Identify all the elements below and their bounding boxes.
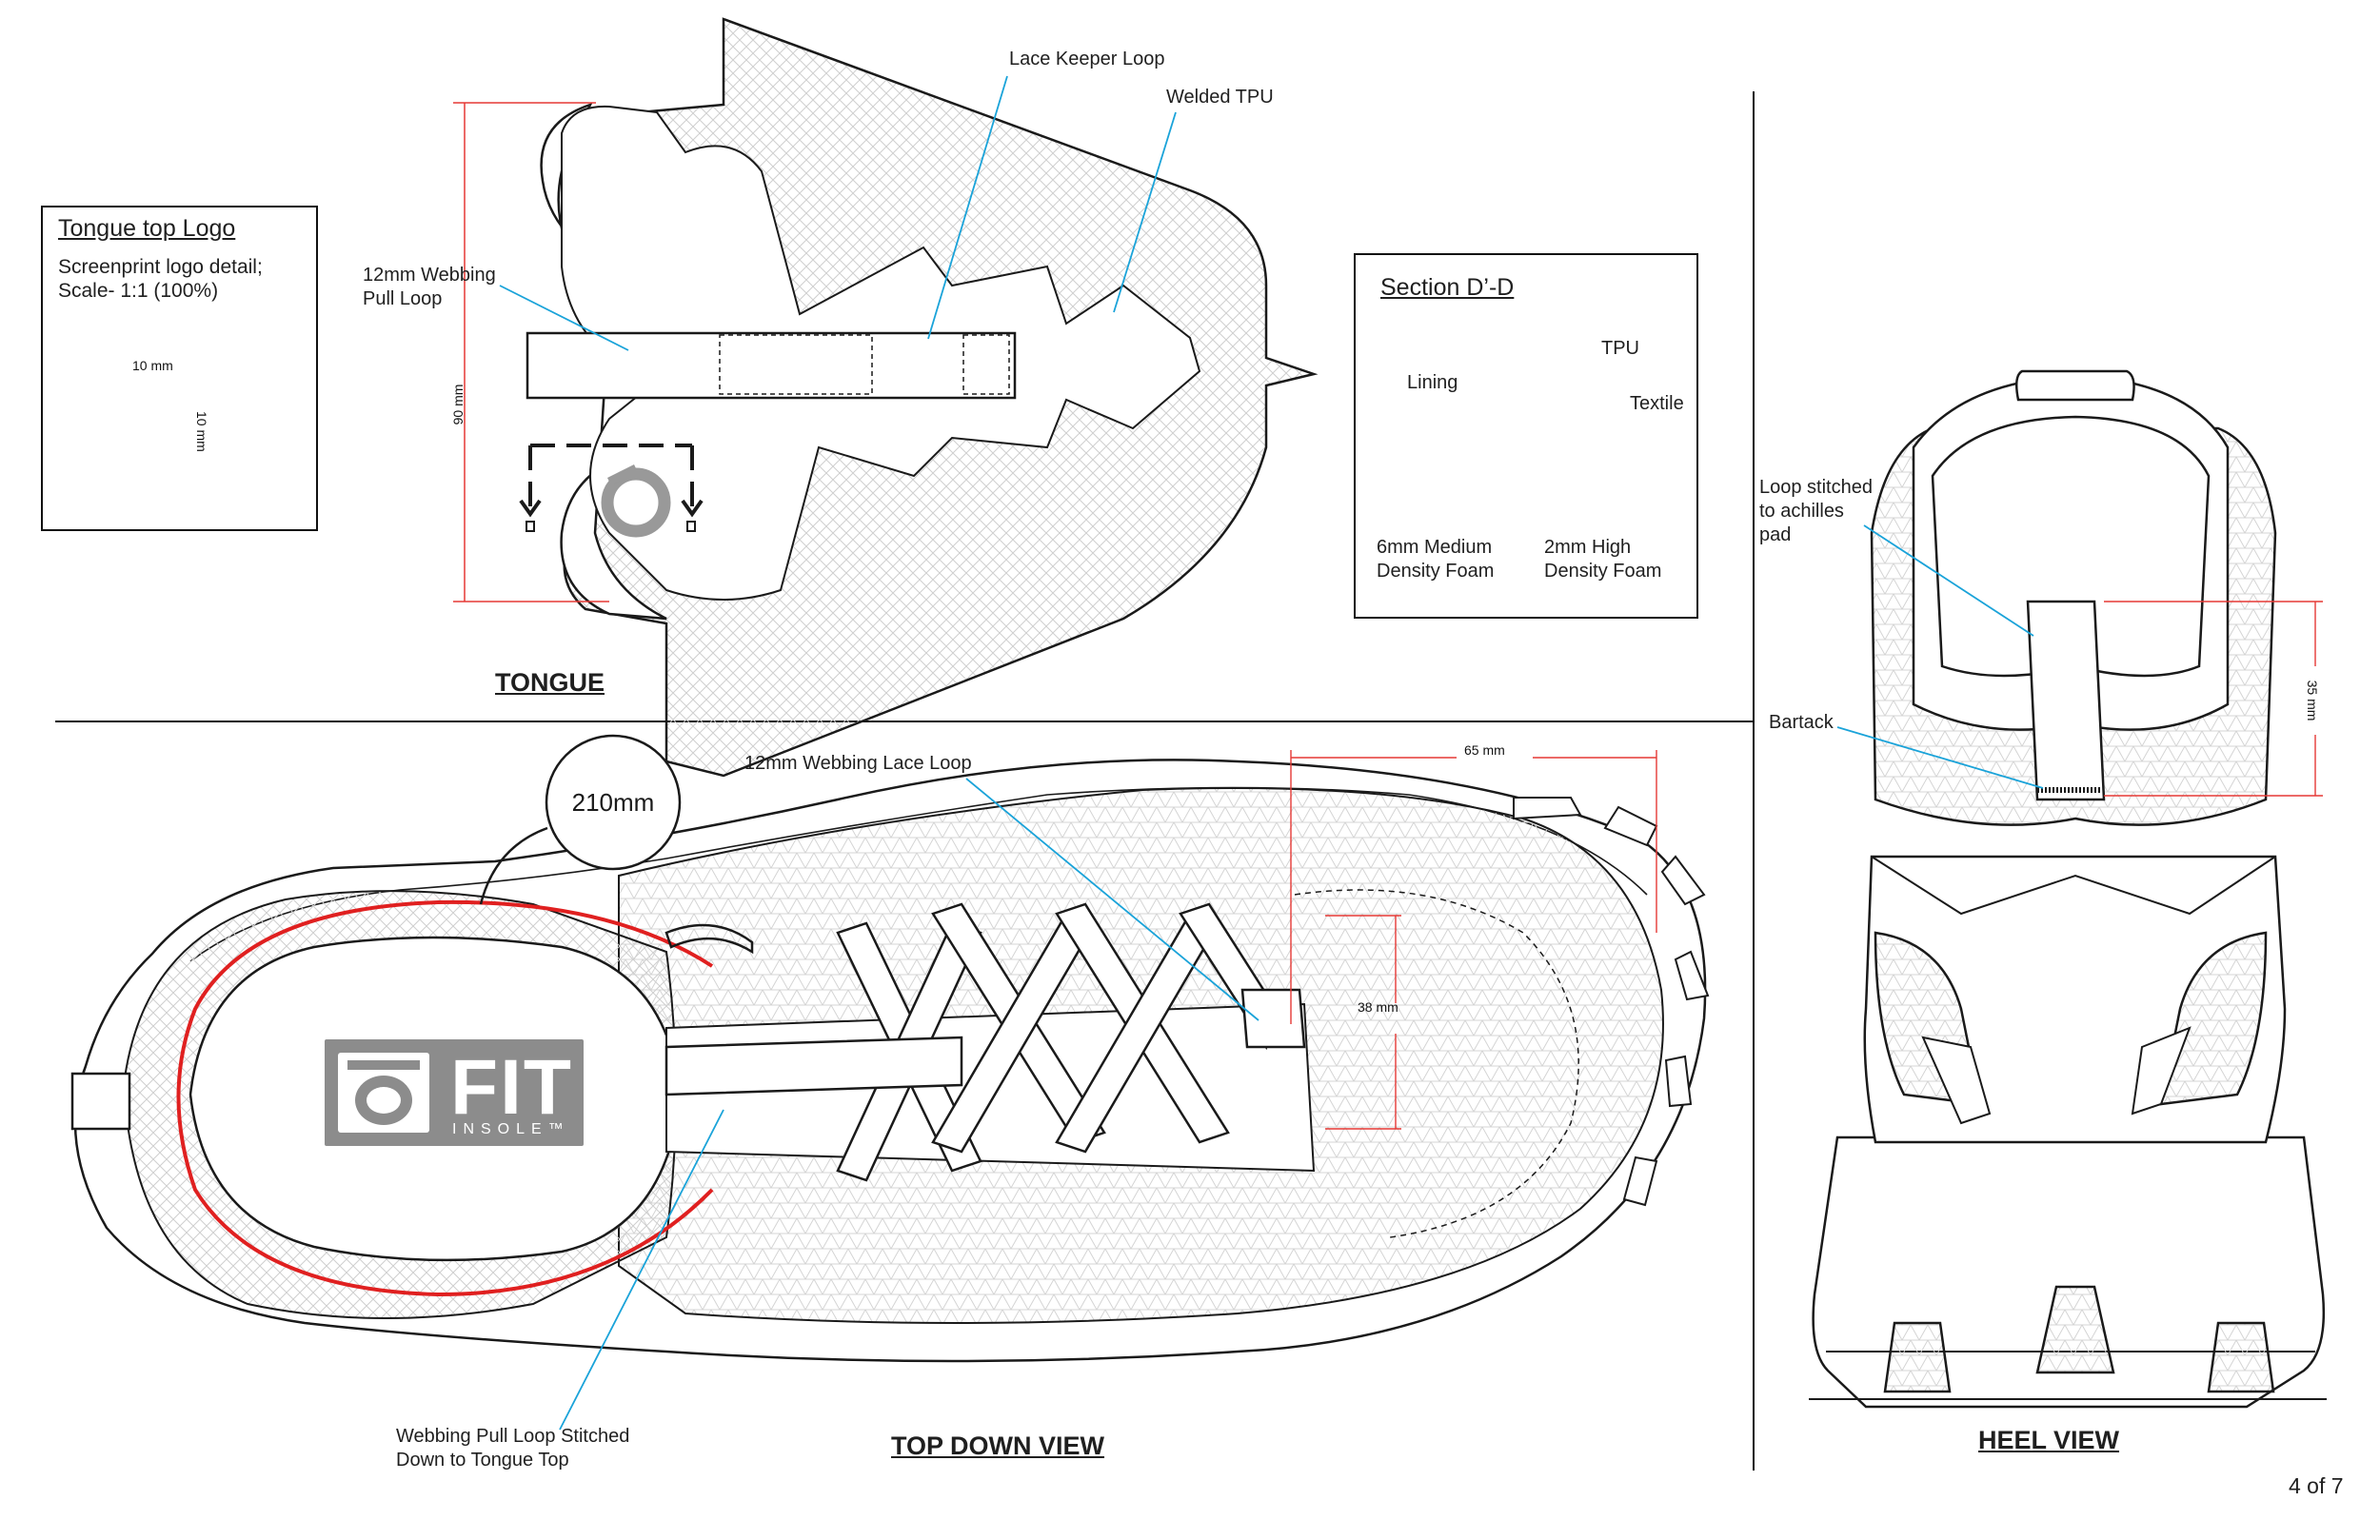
pull-loop-callout-line1: 12mm Webbing <box>363 265 496 286</box>
pull-loop-stitch-callout-line2: Down to Tongue Top <box>396 1450 569 1471</box>
heel-pull-tab <box>2026 600 2106 801</box>
heel-height-label: 35 mm <box>2305 681 2320 721</box>
size-badge-circle <box>545 734 682 871</box>
tongue-height-dimension <box>453 102 609 602</box>
tongue-logo-box: Tongue top Logo Screenprint logo detail;… <box>41 206 318 531</box>
section-high-foam-line1: 2mm High <box>1544 537 1632 558</box>
top-view-title: TOP DOWN VIEW <box>891 1431 1105 1460</box>
lace-loop-callout: 12mm Webbing Lace Loop <box>744 753 972 774</box>
logo-height-dim: 10 mm <box>194 411 209 452</box>
heel-chevron <box>1871 856 2276 916</box>
achilles-top <box>2014 369 2135 402</box>
heel-loop-callout-line2: to achilles <box>1759 501 1844 522</box>
top-width-dim: 65 mm <box>1464 742 1505 758</box>
logo-box-title: Tongue top Logo <box>58 215 236 242</box>
size-badge-text: 210mm <box>572 788 655 817</box>
heel-dimension <box>2104 601 2323 797</box>
fit-insole-brand: FIT <box>450 1044 573 1131</box>
collar-highlight <box>176 899 714 1297</box>
heel-callout-lines <box>1836 524 2044 789</box>
fit-insole-sub: INSOLE™ <box>452 1121 570 1137</box>
tongue-title: TONGUE <box>495 668 605 697</box>
section-lining-label: Lining <box>1407 372 1458 393</box>
logo-box-line1: Screenprint logo detail; <box>58 256 263 278</box>
heel-lug-left <box>1883 1321 1952 1393</box>
heel-view-drawing <box>1809 369 2327 1409</box>
tongue-callout-lines <box>499 75 1177 351</box>
lace-keeper-dash <box>719 334 873 395</box>
tongue-logo-ring <box>601 467 671 538</box>
fit-insole-logo: FIT INSOLE™ <box>325 1039 584 1146</box>
logo-box-line2: Scale- 1:1 (100%) <box>58 280 219 302</box>
webbing-strap <box>664 1036 963 1096</box>
welded-tpu-callout: Welded TPU <box>1166 87 1274 108</box>
tongue-pull-loop <box>526 331 1017 400</box>
lace-keeper-callout: Lace Keeper Loop <box>1009 49 1165 69</box>
heel-loop-callout-line1: Loop stitched <box>1759 477 1873 498</box>
bartack-callout: Bartack <box>1769 712 1834 733</box>
tongue-drawing <box>519 17 1319 778</box>
section-high-foam-line2: Density Foam <box>1544 561 1662 582</box>
fit-insole-mark-icon <box>338 1053 429 1133</box>
top-view-callout-lines <box>559 778 1259 1431</box>
top-height-dim: 38 mm <box>1358 999 1398 1015</box>
heel-lug-center <box>2035 1285 2115 1374</box>
heel-loop-callout-line3: pad <box>1759 524 1792 545</box>
section-medium-foam-line2: Density Foam <box>1377 561 1495 582</box>
section-medium-foam-line1: 6mm Medium <box>1377 537 1493 558</box>
tongue-height-label: 90 mm <box>450 385 466 425</box>
top-view-dimensions <box>1290 750 1657 1130</box>
heel-lug-right <box>2207 1321 2275 1393</box>
heel-pull-tab <box>70 1072 131 1131</box>
pull-loop-stitch-callout-line1: Webbing Pull Loop Stitched <box>396 1426 630 1447</box>
tongue-end-tab <box>962 334 1010 395</box>
heel-view-title: HEEL VIEW <box>1978 1426 2120 1454</box>
toe-bumper-stitch <box>1294 889 1579 1238</box>
lace-loop-ring <box>664 923 754 955</box>
pull-loop-callout-line2: Pull Loop <box>363 288 443 309</box>
logo-width-dim: 10 mm <box>132 358 173 373</box>
section-textile-label: Textile <box>1630 393 1684 414</box>
page-number: 4 of 7 <box>2289 1473 2344 1498</box>
section-title: Section D’-D <box>1380 274 1515 301</box>
lace-keeper <box>1240 988 1306 1049</box>
lace-set <box>664 902 1306 1182</box>
section-tpu-label: TPU <box>1601 338 1639 359</box>
section-d-d-box: Section D’-D <box>1354 253 1698 619</box>
heel-midsole-window-right <box>2159 931 2268 1106</box>
